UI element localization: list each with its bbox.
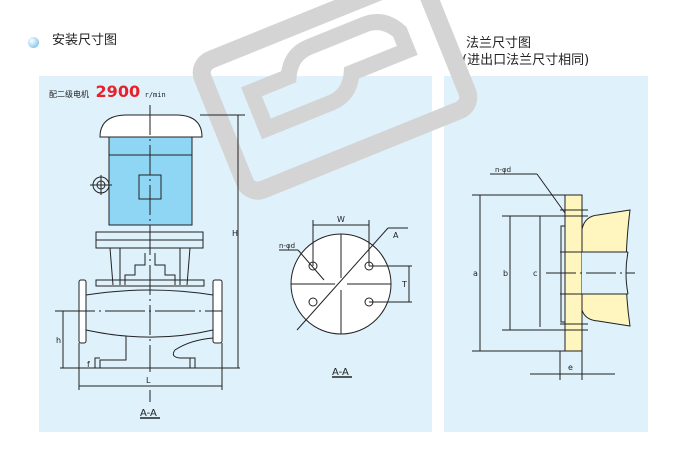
flange-dimension-title: 法兰尺寸图 bbox=[466, 36, 532, 51]
flange-section-view bbox=[472, 173, 635, 380]
flange-dimension-subtitle: (进出口法兰尺寸相同) bbox=[462, 53, 590, 68]
label-L: L bbox=[146, 376, 151, 385]
label-T: T bbox=[401, 280, 407, 289]
install-dimension-title: 安装尺寸图 bbox=[52, 33, 118, 48]
section-label: A-A bbox=[140, 408, 157, 419]
label-b: b bbox=[503, 269, 508, 278]
label-W: W bbox=[337, 215, 345, 224]
motor-label: 配二级电机 bbox=[49, 90, 89, 99]
motor-speed-unit: r/min bbox=[144, 91, 166, 99]
label-c: c bbox=[533, 269, 537, 278]
label-flange-holes: n-φd bbox=[495, 166, 511, 174]
base-plan-view bbox=[279, 220, 412, 378]
label-A: A bbox=[393, 231, 399, 240]
motor-cap bbox=[99, 114, 203, 138]
label-e: e bbox=[568, 363, 573, 372]
label-holes: n-φd bbox=[279, 242, 295, 250]
plan-label: A-A bbox=[332, 367, 349, 378]
motor-spec: 配二级电机 2900 r/min bbox=[49, 82, 166, 101]
motor-speed: 2900 bbox=[95, 82, 141, 101]
bullet-icon bbox=[28, 37, 39, 48]
label-h: h bbox=[56, 336, 61, 345]
label-f: f bbox=[87, 360, 90, 369]
label-a: a bbox=[473, 269, 478, 278]
gear-icon bbox=[90, 175, 112, 195]
label-H: H bbox=[232, 229, 238, 238]
pump-elevation bbox=[55, 105, 245, 419]
